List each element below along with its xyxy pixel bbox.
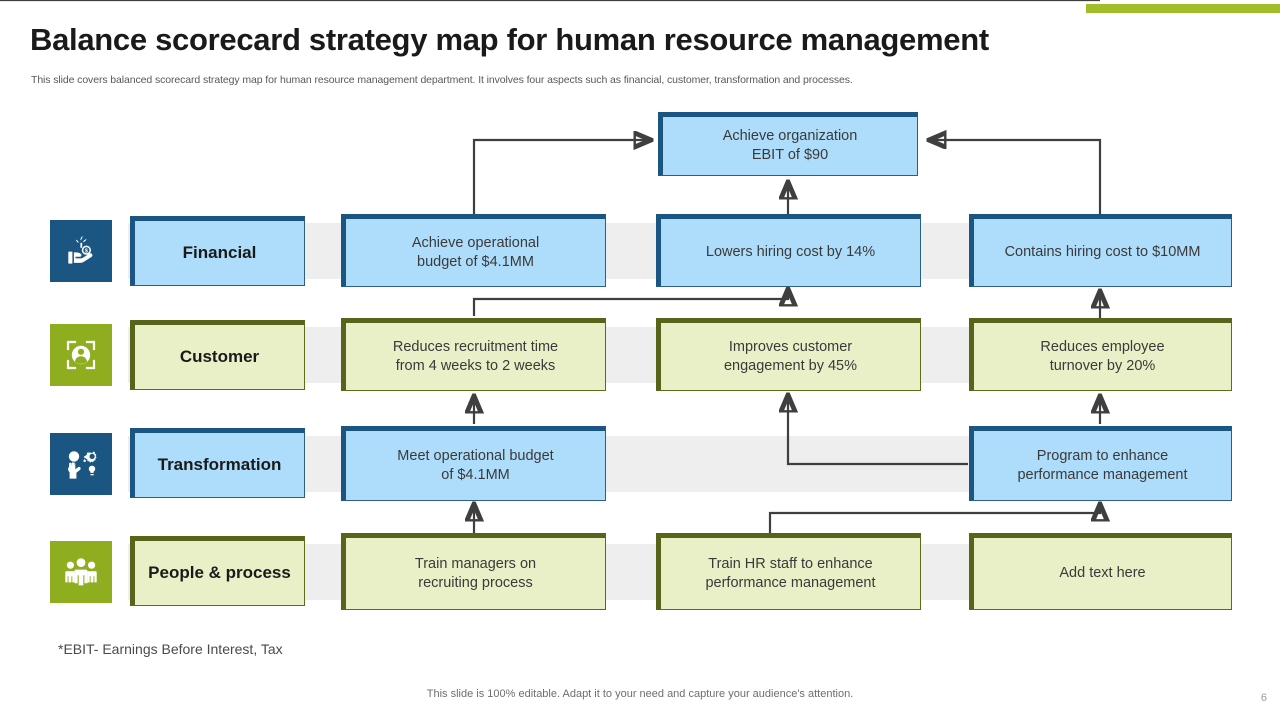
perspective-label-transformation-text: Transformation — [157, 455, 282, 475]
objective-box-financial-1-text: Achieve operational budget of $4.1MM — [411, 234, 540, 270]
objective-box-customer-2-text: Improves customer engagement by 45% — [723, 338, 857, 374]
perspective-label-customer[interactable]: Customer — [130, 320, 305, 390]
accent-bar — [1086, 4, 1280, 13]
objective-box-people-2-text: Train HR staff to enhance performance ma… — [705, 555, 876, 591]
objective-box-customer-2[interactable]: Improves customer engagement by 45% — [656, 318, 921, 391]
objective-box-financial-2[interactable]: Lowers hiring cost by 14% — [656, 214, 921, 287]
svg-text:$: $ — [85, 249, 88, 255]
objective-box-transformation-3[interactable]: Program to enhance performance managemen… — [969, 426, 1232, 501]
objective-box-people-1-text: Train managers on recruiting process — [414, 555, 537, 591]
objective-box-people-3-text: Add text here — [1059, 565, 1146, 582]
objective-box-customer-3[interactable]: Reduces employee turnover by 20% — [969, 318, 1232, 391]
perspective-icon-customer — [50, 324, 112, 386]
perspective-label-people-process[interactable]: People & process — [130, 536, 305, 606]
objective-box-people-3[interactable]: Add text here — [969, 533, 1232, 610]
objective-box-financial-3-text: Contains hiring cost to $10MM — [1004, 244, 1201, 261]
objective-box-transformation-1-text: Meet operational budget of $4.1MM — [397, 447, 554, 483]
hand-globe-gear-icon — [68, 451, 97, 479]
three-people-icon — [65, 558, 97, 586]
objective-box-financial-3[interactable]: Contains hiring cost to $10MM — [969, 214, 1232, 287]
objective-box-financial-1[interactable]: Achieve operational budget of $4.1MM — [341, 214, 606, 287]
perspective-icon-financial: $ — [50, 220, 112, 282]
perspective-label-transformation[interactable]: Transformation — [130, 428, 305, 498]
objective-box-transformation-1[interactable]: Meet operational budget of $4.1MM — [341, 426, 606, 501]
perspective-label-people-process-text: People & process — [148, 563, 291, 583]
objective-box-people-2[interactable]: Train HR staff to enhance performance ma… — [656, 533, 921, 610]
perspective-icon-people-process — [50, 541, 112, 603]
perspective-label-financial[interactable]: Financial — [130, 216, 305, 286]
editable-note: This slide is 100% editable. Adapt it to… — [426, 688, 854, 700]
objective-box-top[interactable]: Achieve organization EBIT of $90 — [658, 112, 918, 176]
objective-box-people-1[interactable]: Train managers on recruiting process — [341, 533, 606, 610]
page-number: 6 — [1260, 692, 1267, 704]
objective-box-top-text: Achieve organization EBIT of $90 — [722, 128, 858, 163]
objective-box-customer-3-text: Reduces employee turnover by 20% — [1040, 338, 1165, 374]
objective-box-transformation-3-text: Program to enhance performance managemen… — [1017, 447, 1188, 483]
perspective-label-financial-text: Financial — [182, 243, 257, 263]
perspective-icon-transformation — [50, 433, 112, 495]
hand-plant-coin-icon: $ — [68, 236, 93, 264]
perspective-label-customer-text: Customer — [179, 347, 260, 367]
person-focus-icon — [66, 340, 96, 370]
page-subtitle: This slide covers balanced scorecard str… — [31, 74, 853, 86]
objective-box-customer-1[interactable]: Reduces recruitment time from 4 weeks to… — [341, 318, 606, 391]
objective-box-financial-2-text: Lowers hiring cost by 14% — [705, 244, 876, 261]
footnote-ebit: *EBIT- Earnings Before Interest, Tax — [58, 641, 283, 657]
page-title: Balance scorecard strategy map for human… — [30, 22, 989, 57]
objective-box-customer-1-text: Reduces recruitment time from 4 weeks to… — [392, 338, 559, 374]
